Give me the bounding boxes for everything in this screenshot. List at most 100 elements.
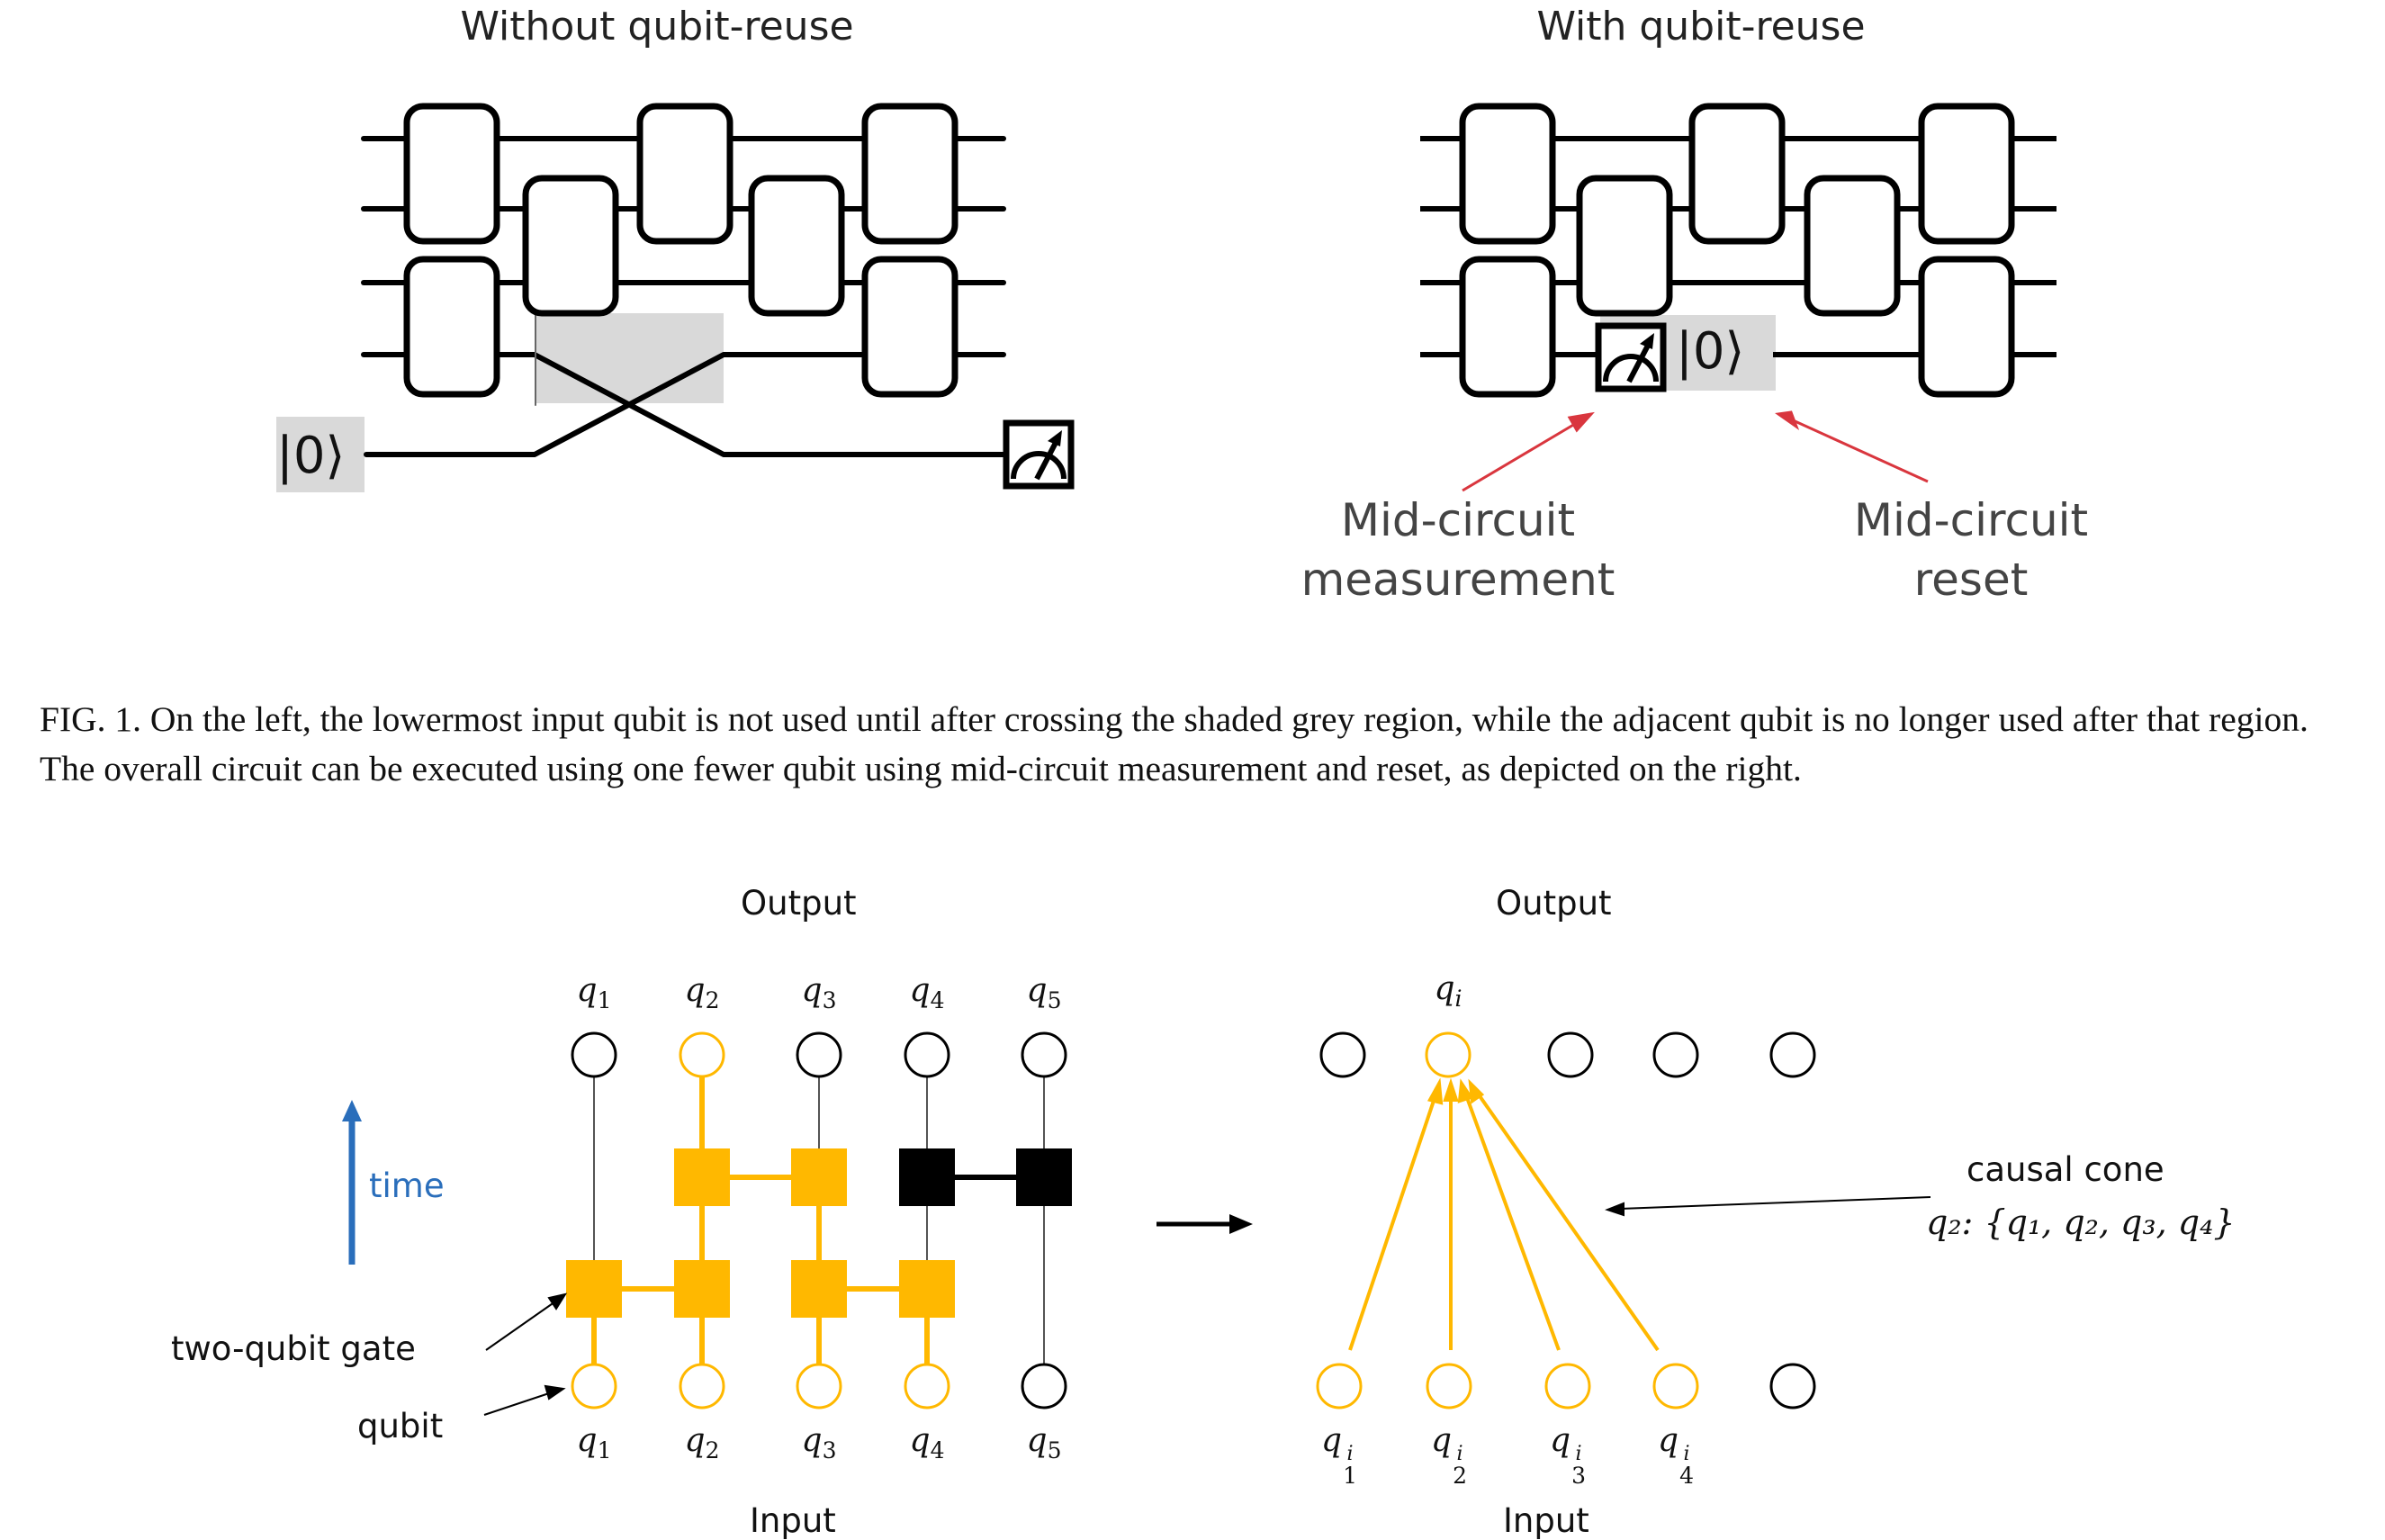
qubit-symbol: q: [1026, 972, 1048, 1009]
two-qubit-gate-block-black: [1016, 1148, 1072, 1206]
qubit-superscript: i: [1456, 1442, 1463, 1465]
top-qubit-label: q3: [778, 972, 860, 1013]
causal-arrow: [1474, 1089, 1660, 1352]
gate: [1576, 175, 1673, 317]
qubit-index: 2: [705, 1437, 720, 1464]
output-qubit-node: [1769, 1031, 1816, 1078]
qubit-index: 4: [930, 987, 945, 1014]
input-qubit-node: [1652, 1363, 1699, 1409]
time-label: time: [369, 1166, 445, 1205]
output-qubit-qi-label: qi: [1408, 970, 1489, 1012]
circuit-without-reuse: [276, 103, 1075, 492]
output-qubit-node: [1319, 1031, 1366, 1078]
two-qubit-gate-block: [566, 1260, 622, 1318]
qubit-symbol: q: [576, 1422, 598, 1459]
qubit-symbol: q: [684, 1422, 706, 1459]
right-output-label: Output: [1496, 884, 1612, 923]
two-qubit-gate-label: two-qubit gate: [171, 1329, 416, 1368]
qubit-superscript: i: [1683, 1442, 1690, 1465]
output-qubit-node: [1021, 1031, 1067, 1078]
output-qubit-node: [679, 1031, 725, 1078]
gate: [522, 175, 619, 317]
qubit-index: 1: [1343, 1462, 1357, 1489]
qubit-symbol: q: [801, 1422, 823, 1459]
qubit-index: 2: [1453, 1462, 1467, 1489]
qubit-index: 5: [1047, 987, 1062, 1014]
gate: [1918, 256, 2015, 398]
input-qubit-node: [679, 1363, 725, 1409]
output-qubit-node: [571, 1031, 617, 1078]
two-qubit-gate-block: [674, 1148, 730, 1206]
qubit-index: 3: [822, 1437, 837, 1464]
gate: [1459, 256, 1556, 398]
top-qubit-label: q4: [886, 972, 968, 1013]
qubit-symbol: q: [576, 972, 598, 1009]
input-qubit-node: [1769, 1363, 1816, 1409]
input-qubit-node: [796, 1363, 842, 1409]
time-arrow: [342, 1100, 362, 1265]
two-qubit-gate-block: [791, 1148, 847, 1206]
qubit-symbol: q: [909, 1422, 931, 1459]
qubit-symbol: q: [909, 972, 931, 1009]
qubit-superscript: i: [1346, 1442, 1354, 1465]
mid-measurement-line2: measurement: [1300, 554, 1616, 606]
gate-pointer-arrow: [485, 1299, 559, 1351]
ket-zero-left: |0⟩: [276, 427, 346, 485]
gate: [1918, 103, 2015, 245]
mid-measurement-icon: [1595, 322, 1667, 392]
causal-arrow: [1348, 1092, 1438, 1351]
right-panel-title: With qubit-reuse: [1536, 4, 1866, 50]
bottom-qubit-label: q5: [1004, 1422, 1084, 1463]
measurement-pointer-arrow: [1462, 419, 1580, 492]
qubit-index: 5: [1047, 1437, 1062, 1464]
transform-arrow: [1156, 1214, 1253, 1234]
left-output-label: Output: [741, 884, 857, 923]
left-panel-title: Without qubit-reuse: [460, 4, 854, 50]
gate: [861, 103, 958, 245]
qubit-symbol: q: [801, 972, 823, 1009]
gate: [861, 256, 958, 398]
fig1-circuits: [276, 103, 2056, 492]
qubit-index: 1: [597, 987, 612, 1014]
two-qubit-gate-block: [899, 1260, 955, 1318]
output-qubit-node: [1547, 1031, 1594, 1078]
qubit-symbol: q: [1321, 1422, 1343, 1459]
figure-caption: FIG. 1. On the left, the lowermost input…: [40, 699, 2308, 788]
qubit-symbol: q: [1026, 1422, 1048, 1459]
qubit-index: 3: [822, 987, 837, 1014]
mid-reset-line2: reset: [1913, 554, 2029, 606]
input-qubit-node: [1021, 1363, 1067, 1409]
mid-measurement-label: Mid-circuit measurement: [1260, 491, 1656, 609]
causal-cone-label: causal cone: [1966, 1150, 2164, 1189]
qubit-symbol: q: [1658, 1422, 1679, 1459]
gate: [1688, 103, 1786, 245]
input-qubit-node: [1316, 1363, 1363, 1409]
qubit-index: 4: [930, 1437, 945, 1464]
gate: [636, 103, 734, 245]
mid-reset-line1: Mid-circuit: [1853, 494, 2089, 546]
qubit-symbol: q: [1434, 970, 1455, 1007]
ket-zero-shade: [276, 417, 364, 492]
gate: [1804, 175, 1901, 317]
output-qubit-node: [904, 1031, 950, 1078]
output-qubit-node-highlighted: [1425, 1031, 1472, 1078]
qubit-label: qubit: [357, 1407, 444, 1445]
gate: [748, 175, 845, 317]
qubit-superscript: i: [1575, 1442, 1582, 1465]
qubit-index: 3: [1571, 1462, 1586, 1489]
qubit-index: i: [1454, 986, 1462, 1013]
gate: [403, 103, 500, 245]
gate: [1459, 103, 1556, 245]
circuit-with-reuse: [1420, 103, 2056, 492]
qubit-pointer-arrow: [483, 1391, 555, 1416]
two-qubit-gate-block: [791, 1260, 847, 1318]
top-qubit-label: q1: [554, 972, 634, 1013]
qubit-index: 4: [1679, 1462, 1694, 1489]
qubit-index: 1: [597, 1437, 612, 1464]
qubit-symbol: q: [1550, 1422, 1571, 1459]
